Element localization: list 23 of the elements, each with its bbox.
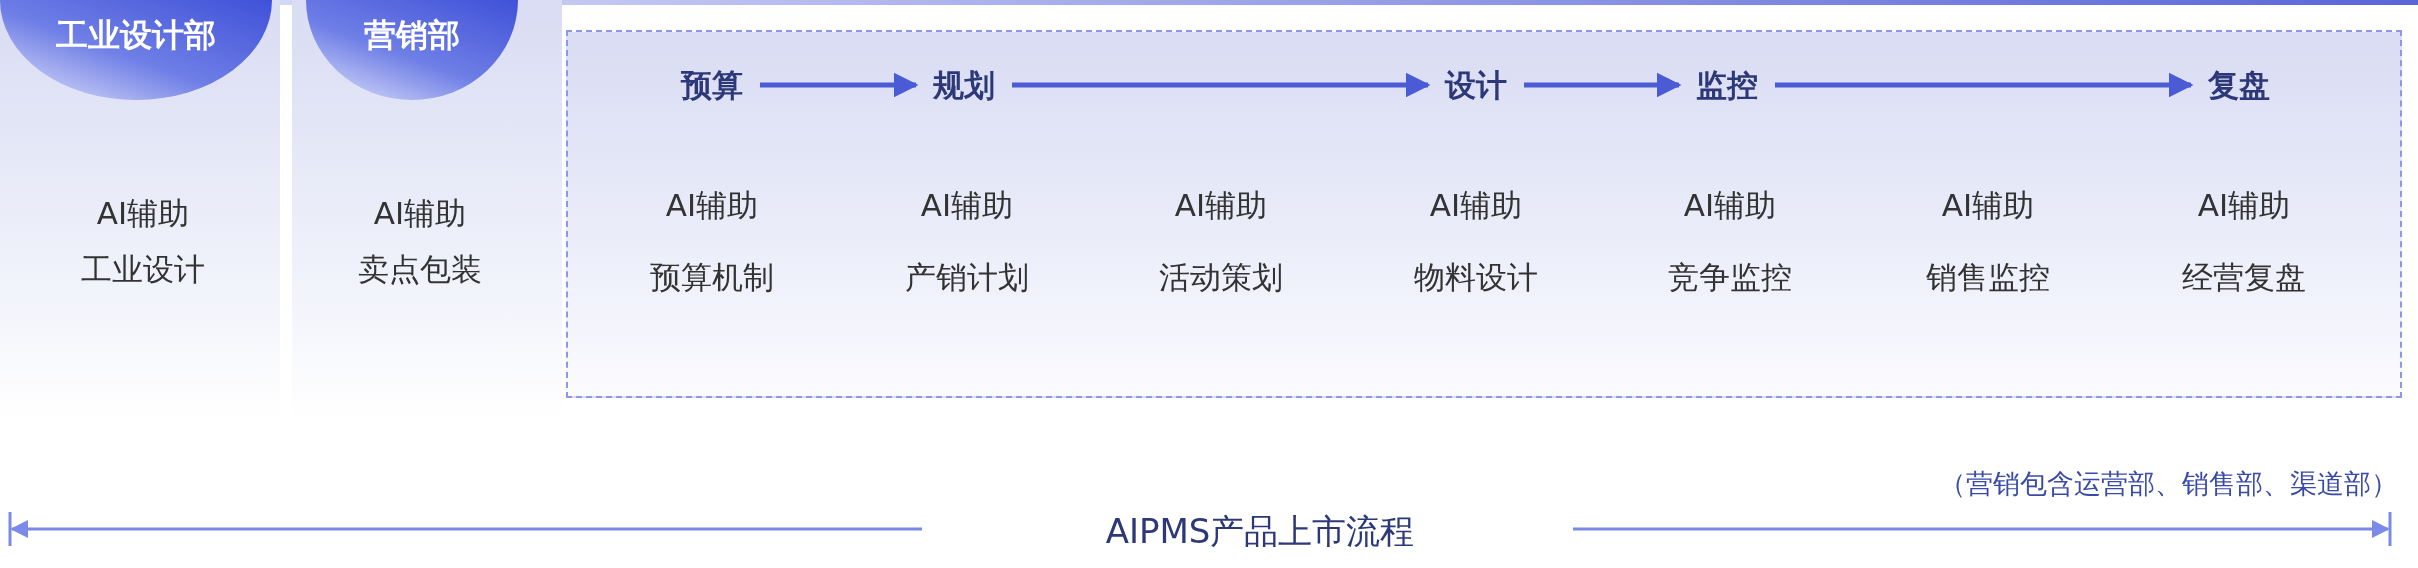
panel-text: AI辅助卖点包装	[357, 194, 483, 289]
task-text: AI辅助预算机制	[617, 169, 807, 313]
header-tab: 工业设计部	[0, 0, 272, 100]
arrow	[760, 72, 919, 98]
process-title: AIPMS产品上市流程	[1105, 510, 1415, 553]
task-text: AI辅助活动策划	[1126, 169, 1316, 313]
arrow	[1775, 72, 2194, 98]
task-text: AI辅助经营复盘	[2149, 169, 2339, 313]
task-text: AI辅助销售监控	[1893, 169, 2083, 313]
arrow	[1524, 72, 1682, 98]
note-text: （营销包含运营部、销售部、渠道部）	[1939, 467, 2398, 501]
step-label: 复盘	[2199, 65, 2279, 105]
step-label: 预算	[672, 65, 752, 105]
step-label: 设计	[1436, 65, 1516, 105]
header-tab: 营销部	[306, 0, 518, 100]
task-text: AI辅助产销计划	[872, 169, 1062, 313]
panel-text: AI辅助工业设计	[80, 194, 206, 289]
task-text: AI辅助物料设计	[1381, 169, 1571, 313]
step-label: 规划	[924, 65, 1004, 105]
dashed-frame	[566, 30, 2402, 398]
step-label: 监控	[1687, 65, 1767, 105]
task-text: AI辅助竞争监控	[1635, 169, 1825, 313]
arrow	[1012, 72, 1431, 98]
